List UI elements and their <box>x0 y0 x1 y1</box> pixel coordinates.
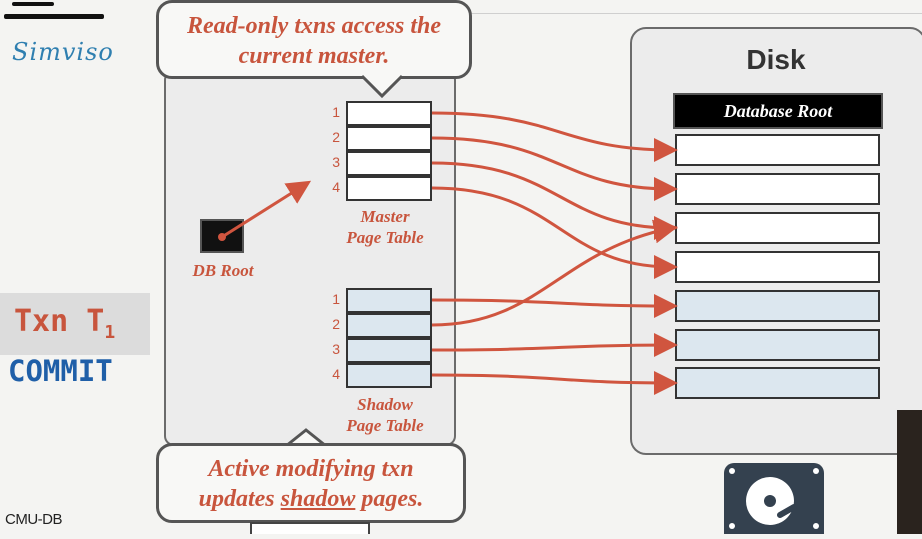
disk-page-original-3 <box>675 212 880 244</box>
disk-page-original-1 <box>675 134 880 166</box>
shadow-row-number: 3 <box>332 341 340 357</box>
transaction-band <box>0 293 150 355</box>
shadow-row-number: 1 <box>332 291 340 307</box>
shadow-page-table-label: Shadow Page Table <box>346 395 424 435</box>
logo-mark-bar <box>12 2 54 6</box>
disk-page-shadow-3 <box>675 367 880 399</box>
logo-mark-bar <box>4 14 104 19</box>
simviso-logo: Simviso <box>12 38 114 66</box>
master-row-number: 4 <box>332 179 340 195</box>
modifying-txn-callout: Active modifying txn updates shadow page… <box>156 443 466 523</box>
shadow-row-number: 2 <box>332 316 340 332</box>
commit-label: COMMIT <box>8 354 113 388</box>
db-root-pointer-box <box>200 219 244 253</box>
shadow-page-table-row <box>346 338 432 363</box>
master-page-table-row <box>346 101 432 126</box>
callout-pointer <box>360 74 404 99</box>
master-page-table-row <box>346 126 432 151</box>
shadow-page-table-row <box>346 363 432 388</box>
shadow-page-table-row <box>346 313 432 338</box>
callout-pointer <box>285 428 327 448</box>
database-root-block: Database Root <box>673 93 883 129</box>
header-divider <box>460 13 922 14</box>
cmu-db-logo: CMU-DB <box>5 511 63 528</box>
master-page-table-label: Master Page Table <box>346 207 424 247</box>
memory-chip-edge <box>250 522 370 534</box>
disk-page-original-4 <box>675 251 880 283</box>
disk-page-original-2 <box>675 173 880 205</box>
hard-drive-icon <box>724 463 824 534</box>
master-page-table-row <box>346 176 432 201</box>
presenter-video-thumbnail <box>897 410 922 534</box>
disk-label: Disk <box>746 44 806 75</box>
master-row-number: 2 <box>332 129 340 145</box>
shadow-page-table-row <box>346 288 432 313</box>
read-only-callout: Read-only txns access the current master… <box>156 0 472 79</box>
db-root-label: DB Root <box>192 261 254 280</box>
transaction-name: Txn T1 <box>14 304 116 343</box>
master-row-number: 1 <box>332 104 340 120</box>
master-row-number: 3 <box>332 154 340 170</box>
disk-page-shadow-1 <box>675 290 880 322</box>
disk-page-shadow-2 <box>675 329 880 361</box>
shadow-row-number: 4 <box>332 366 340 382</box>
master-page-table-row <box>346 151 432 176</box>
